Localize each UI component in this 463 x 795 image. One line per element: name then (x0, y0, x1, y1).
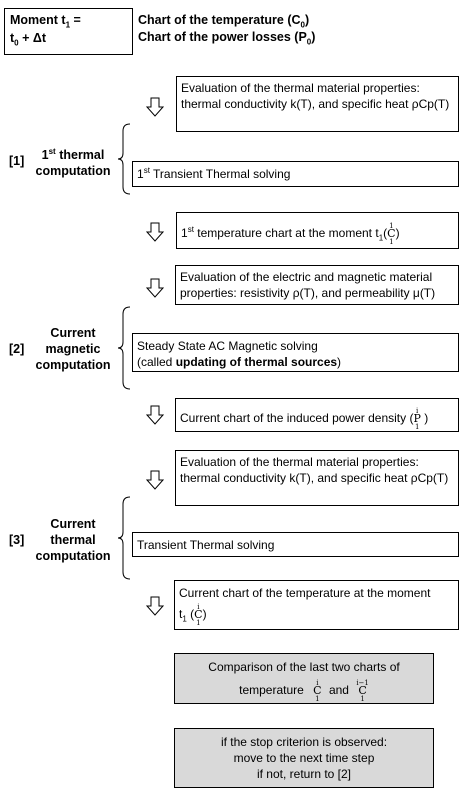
thermal2-label: Current thermal computation (35, 517, 111, 563)
moment-line2: t0 + Δt (10, 31, 47, 48)
comparison-box: Comparison of the last two charts of tem… (174, 653, 434, 704)
down-arrow-icon (145, 405, 165, 425)
thermal1-label: 1st thermal computation (35, 146, 111, 178)
brace-magnetic (117, 306, 131, 390)
moment-box: Moment t1 = t0 + Δt (4, 8, 133, 55)
magnetic-label: Current magnetic computation (35, 326, 111, 372)
step3-number: [3] (9, 533, 25, 547)
moment-line1: Moment t1 = (10, 13, 81, 30)
down-arrow-icon (145, 222, 165, 242)
down-arrow-icon (145, 278, 165, 298)
down-arrow-icon (145, 596, 165, 616)
thermal1-eval-box: Evaluation of the thermal material prope… (176, 76, 459, 132)
chart-power-label: Chart of the power losses (P0) (138, 30, 316, 47)
thermal1-chart-box: 1st temperature chart at the moment t1(1… (176, 212, 459, 249)
magnetic-solve-box: Steady State AC Magnetic solving (called… (132, 333, 459, 372)
brace-thermal1 (117, 123, 131, 195)
header-charts: Chart of the temperature (C0) Chart of t… (138, 12, 315, 46)
thermal2-eval-box: Evaluation of the thermal material prope… (175, 450, 459, 506)
chart-temperature-label: Chart of the temperature (C0) (138, 13, 310, 30)
brace-thermal2 (117, 496, 131, 580)
thermal2-solve-box: Transient Thermal solving (132, 532, 459, 557)
stop-criterion-box: if the stop criterion is observed: move … (174, 728, 434, 788)
power-chart-box: Current chart of the induced power densi… (175, 398, 459, 432)
step1-number: [1] (9, 154, 25, 168)
thermal1-solve-box: 1st Transient Thermal solving (132, 161, 459, 187)
down-arrow-icon (145, 97, 165, 117)
thermal2-chart-box: Current chart of the temperature at the … (174, 580, 459, 630)
magnetic-eval-box: Evaluation of the electric and magnetic … (175, 265, 459, 305)
step2-number: [2] (9, 342, 25, 356)
down-arrow-icon (145, 470, 165, 490)
